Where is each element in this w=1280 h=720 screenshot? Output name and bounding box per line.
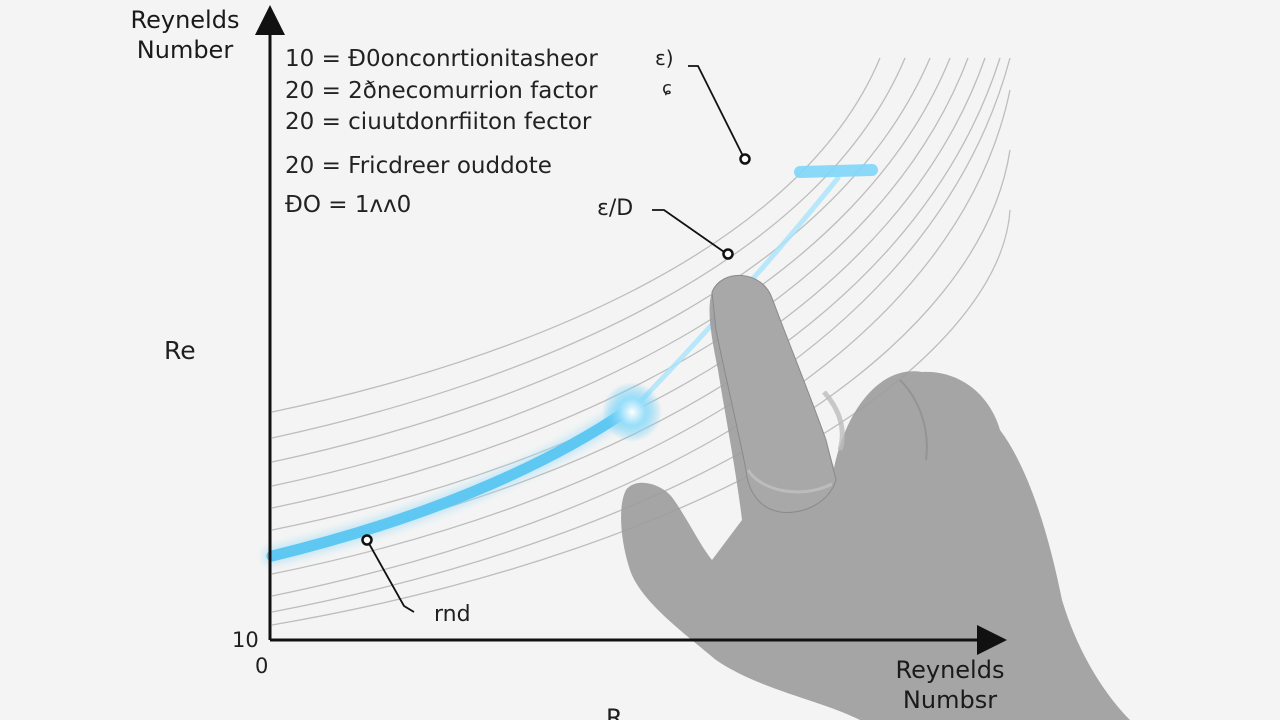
callout-leaders [366,65,745,613]
callout-eps-d: ɛ/D [597,196,634,221]
leader-eps-d [652,209,728,255]
legend-line-5: ÐO = 1ʌʌ0 [285,192,412,218]
leader-lower [366,539,415,613]
callout-dot-top [739,153,751,165]
friction-curve-3 [271,57,931,463]
legend-line-1: 10 = Ð0onconrtionitasheor [285,46,598,72]
legend-line-4: 20 = Fricdreer ouddote [285,153,552,179]
x-axis-title-line2: Numbsr [902,686,998,714]
y-side-label: Re [164,336,196,365]
pointing-hand-icon [621,275,1130,720]
x-origin-tick: 0 [255,654,269,678]
axes [255,5,1007,655]
friction-curve-1 [271,57,881,413]
callout-top-right-2: ɕ [662,78,672,99]
callout-dots [361,153,751,546]
leader-top-right [688,65,745,159]
y-axis-title-line1: Reynelds [130,6,240,34]
friction-curve-5 [271,57,969,509]
callout-dot-lower [361,534,373,546]
x-axis-title-line1: Reynelds [895,656,1005,684]
x-axis-title: Reynelds Numbsr [880,658,1020,712]
legend-line-3: 20 = ciuutdonrfiiton fector [285,109,592,135]
callout-lower: rnd [434,602,471,627]
legend-line-2: 20 = 2ðnecomurrion factor [285,78,598,104]
friction-curve-2 [271,57,906,439]
y-axis-title: Reynelds Number [120,8,250,62]
y-origin-tick: 10 [232,628,259,652]
y-axis-title-line2: Number [136,36,234,64]
friction-curve-4 [271,57,951,487]
callout-top-right-1: ɛ) [655,46,674,70]
callout-dot-eps [722,248,734,260]
x-bottom-label: R [606,704,623,720]
